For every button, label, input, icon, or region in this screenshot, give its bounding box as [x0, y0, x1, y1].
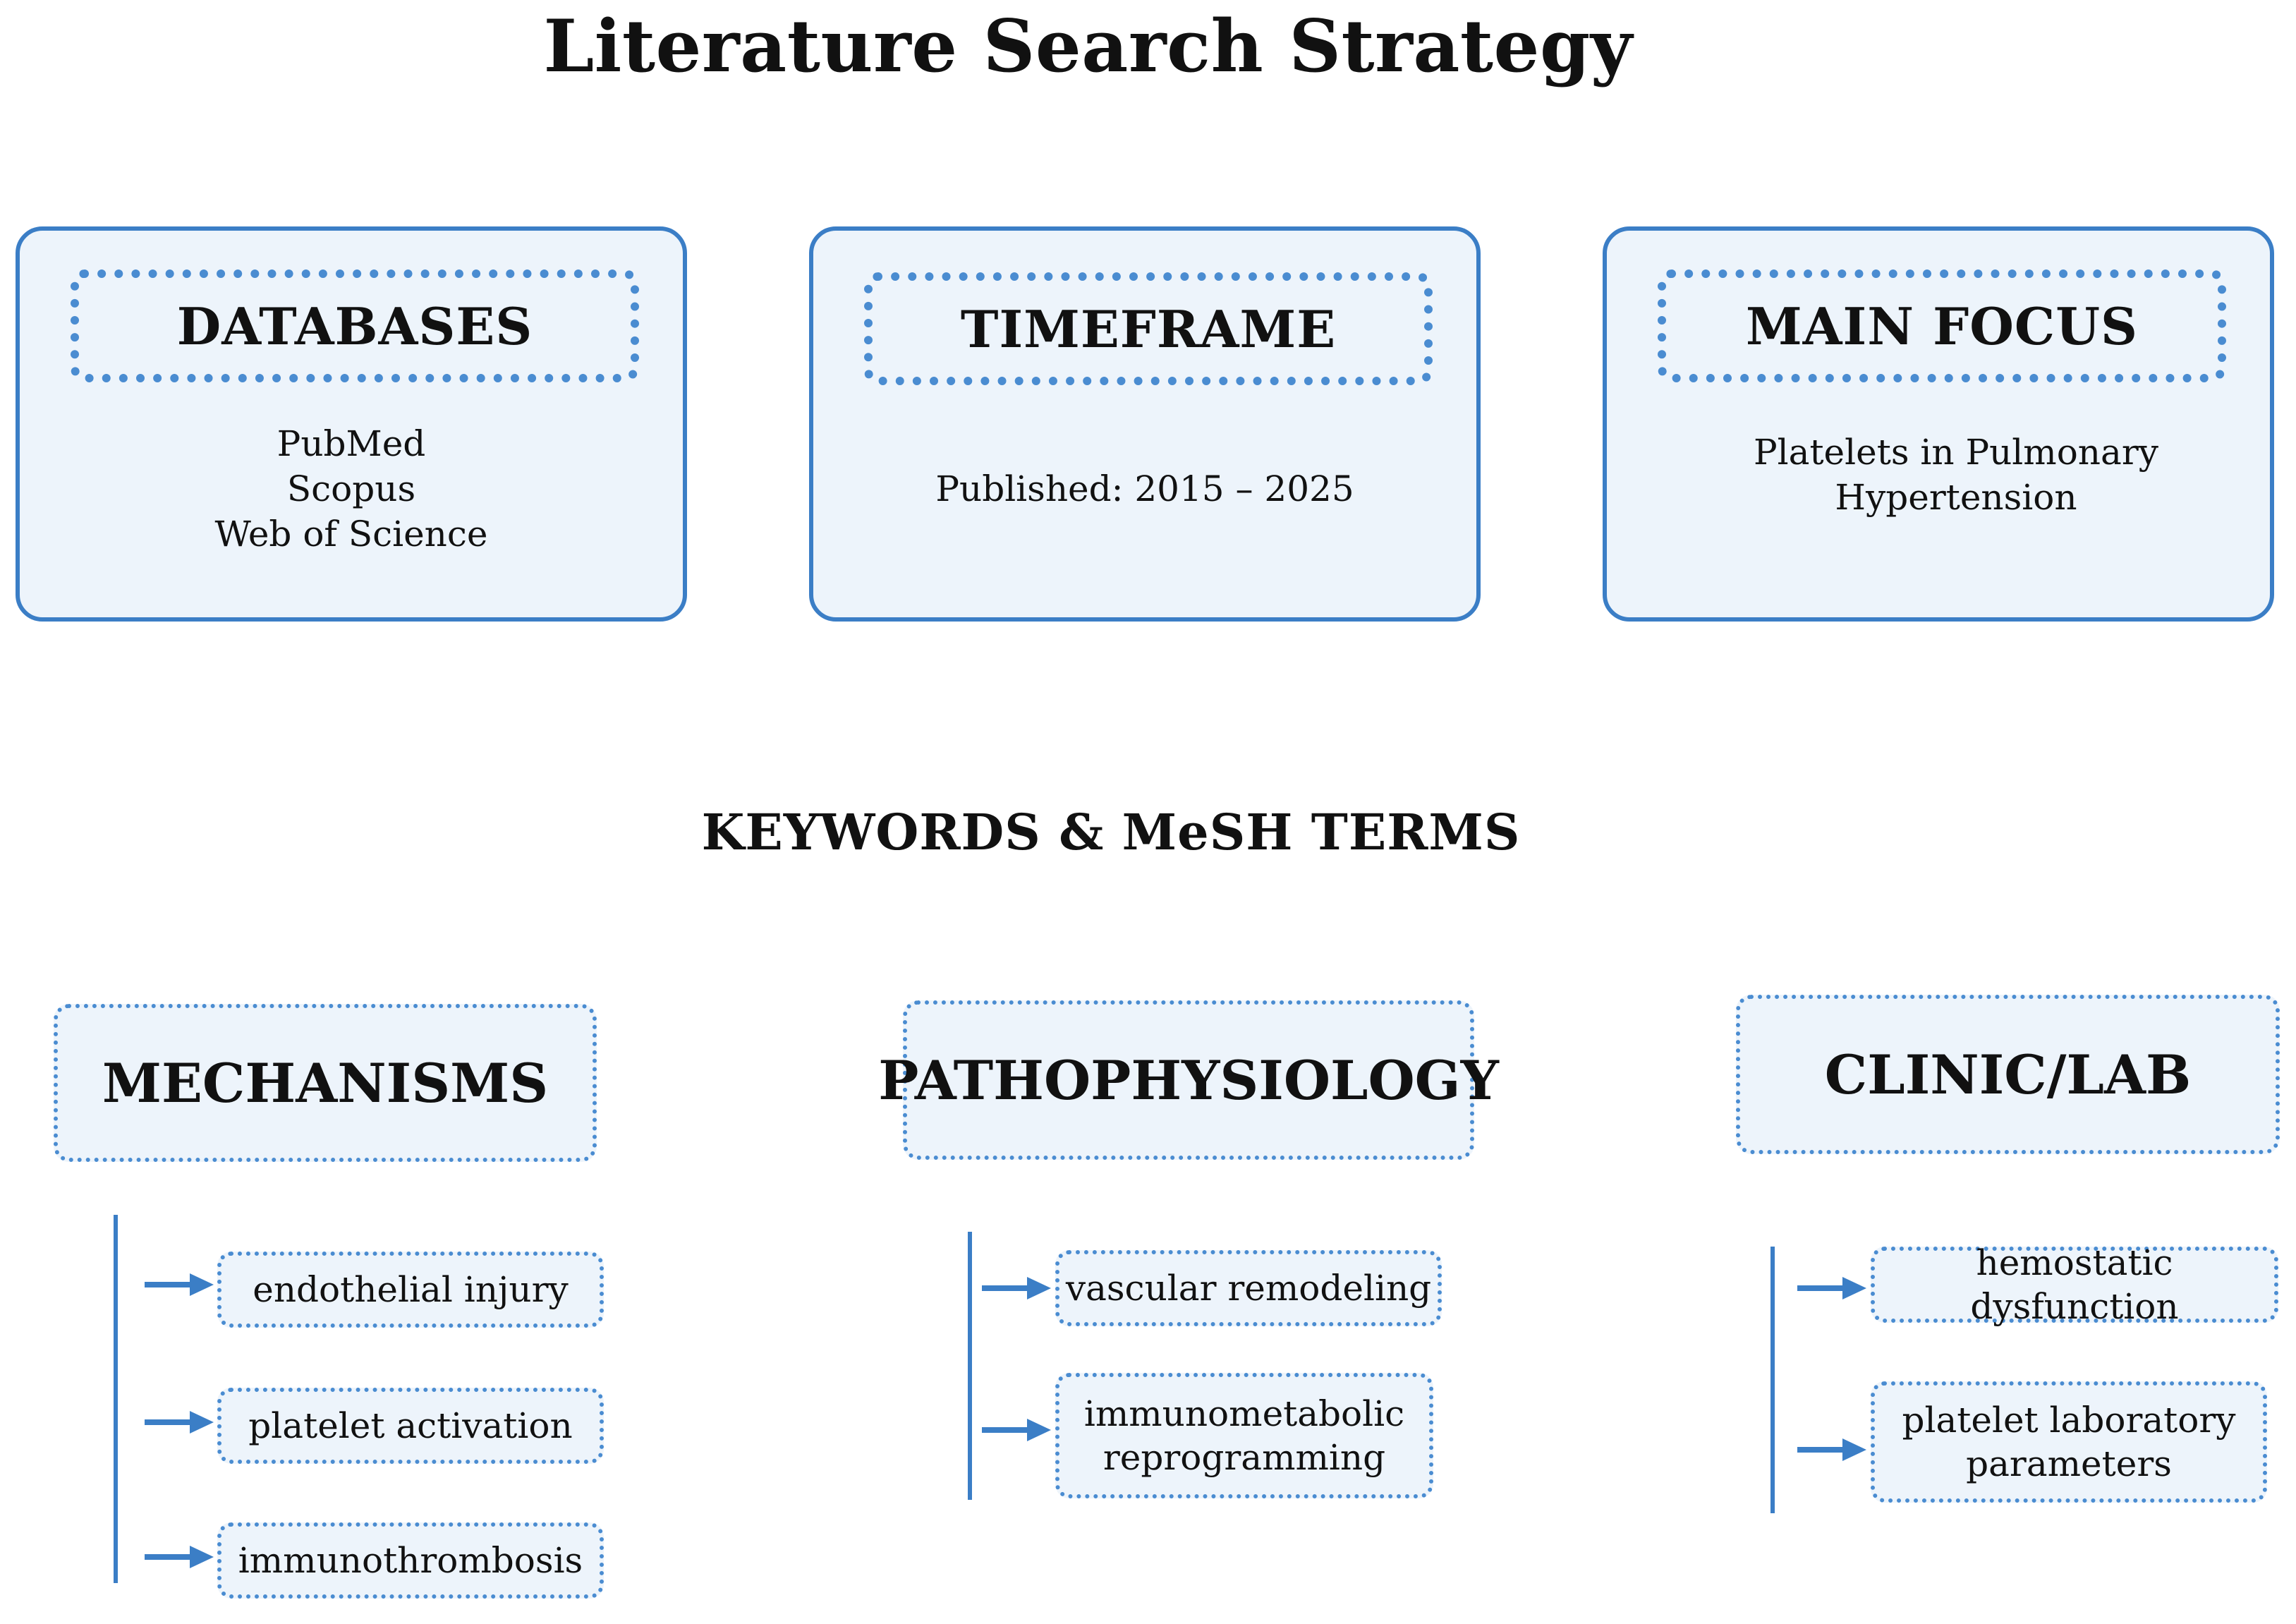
focus-header-box: MAIN FOCUS [1658, 269, 2226, 382]
right-arrow-icon [145, 1273, 214, 1296]
databases-list: PubMed Scopus Web of Science [20, 421, 683, 557]
databases-card: DATABASES PubMed Scopus Web of Science [16, 226, 687, 622]
focus-card: MAIN FOCUS Platelets in Pulmonary Hypert… [1603, 226, 2274, 622]
timeframe-card: TIMEFRAME Published: 2015 – 2025 [809, 226, 1481, 622]
databases-header-box: DATABASES [71, 269, 639, 382]
clinic-lab-box: CLINIC/LAB [1736, 995, 2280, 1154]
timeframe-header: TIMEFRAME [960, 298, 1337, 359]
right-arrow-icon [145, 1546, 214, 1568]
right-arrow-icon [1797, 1438, 1866, 1461]
timeframe-header-box: TIMEFRAME [864, 272, 1433, 385]
pathophysiology-connector-line [968, 1232, 972, 1500]
mechanisms-label: MECHANISMS [102, 1051, 549, 1115]
database-item: Web of Science [214, 514, 488, 555]
databases-header: DATABASES [176, 296, 533, 356]
keyword-item: hemostatic dysfunction [1871, 1242, 2278, 1327]
timeframe-range: Published: 2015 – 2025 [935, 468, 1354, 509]
keyword-item: vascular remodeling [1055, 1250, 1442, 1326]
keyword-item: platelet activation [217, 1388, 604, 1464]
timeframe-text: Published: 2015 – 2025 [813, 466, 1476, 511]
keyword-item: endothelial injury [217, 1252, 604, 1328]
focus-header: MAIN FOCUS [1745, 296, 2139, 356]
right-arrow-icon [145, 1411, 214, 1434]
mechanisms-connector-line [114, 1215, 118, 1583]
keyword-item: immunometabolic reprogramming [1055, 1373, 1433, 1498]
keyword-item: immunothrombosis [217, 1522, 604, 1599]
right-arrow-icon [1797, 1277, 1866, 1299]
mechanisms-box: MECHANISMS [54, 1004, 597, 1162]
focus-line: Platelets in Pulmonary [1754, 432, 2158, 473]
keywords-heading: KEYWORDS & MeSH TERMS [701, 803, 1521, 861]
focus-line: Hypertension [1835, 477, 2077, 518]
diagram-title: Literature Search Strategy [543, 4, 1633, 89]
pathophysiology-box: PATHOPHYSIOLOGY [878, 1000, 1499, 1160]
database-item: PubMed [277, 423, 426, 464]
right-arrow-icon [982, 1277, 1051, 1299]
focus-text: Platelets in Pulmonary Hypertension [1607, 430, 2270, 520]
right-arrow-icon [982, 1419, 1051, 1441]
clinic-lab-label: CLINIC/LAB [1824, 1043, 2192, 1106]
clinic-lab-connector-line [1770, 1247, 1775, 1513]
database-item: Scopus [286, 468, 416, 509]
pathophysiology-label: PATHOPHYSIOLOGY [878, 1048, 1499, 1112]
keyword-item: platelet laboratory parameters [1871, 1381, 2267, 1503]
